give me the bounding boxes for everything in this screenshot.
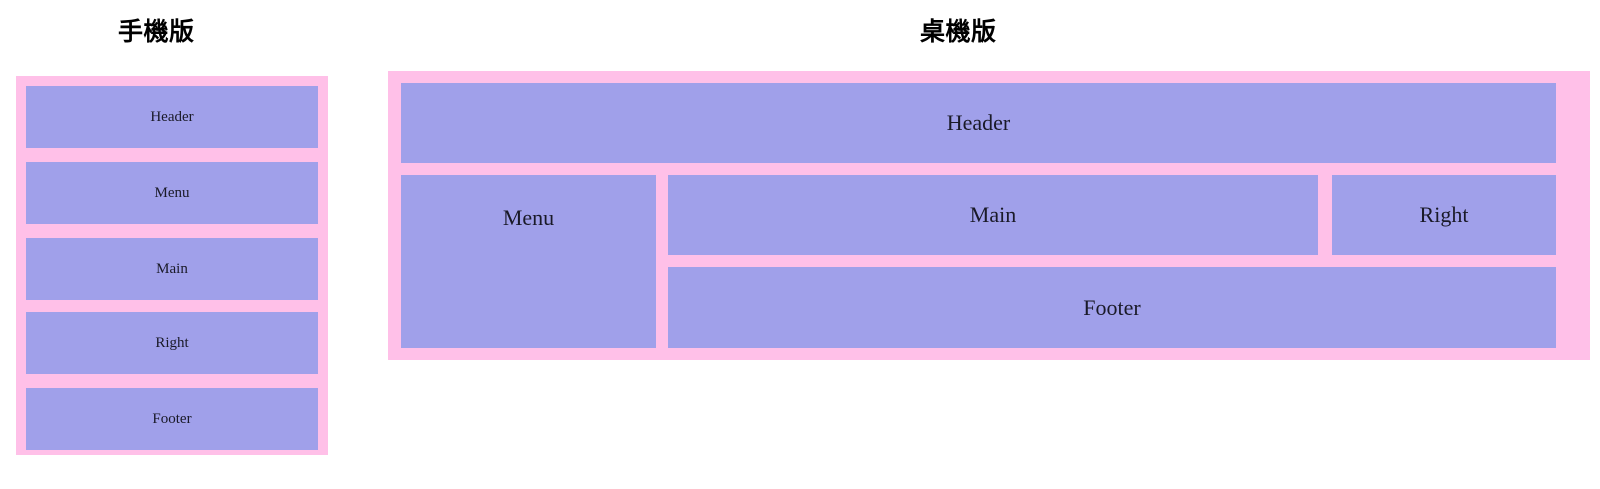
mobile-section-title: 手機版 — [118, 17, 195, 46]
mobile-block-main-label: Main — [156, 261, 188, 277]
desktop-block-menu: Menu — [401, 175, 656, 348]
mobile-block-menu-label: Menu — [154, 185, 190, 201]
mobile-block-menu: Menu — [26, 162, 318, 224]
desktop-block-footer-label: Footer — [1083, 295, 1141, 320]
mobile-block-right-label: Right — [155, 335, 189, 351]
desktop-layout-container: Header Menu Main Right Footer — [388, 71, 1590, 360]
desktop-section-title: 桌機版 — [920, 17, 997, 46]
desktop-block-menu-label: Menu — [502, 205, 555, 230]
mobile-block-footer: Footer — [26, 388, 318, 450]
desktop-block-footer: Footer — [668, 267, 1556, 348]
mobile-block-right: Right — [26, 312, 318, 374]
mobile-block-main: Main — [26, 238, 318, 300]
mobile-block-header: Header — [26, 86, 318, 148]
desktop-block-main-label: Main — [969, 202, 1017, 227]
desktop-block-right: Right — [1332, 175, 1556, 255]
desktop-block-header-label: Header — [946, 110, 1011, 135]
desktop-block-main: Main — [668, 175, 1318, 255]
mobile-block-footer-label: Footer — [152, 411, 192, 427]
desktop-block-right-label: Right — [1419, 202, 1469, 227]
mobile-layout-container: Header Menu Main Right Footer — [16, 76, 328, 455]
mobile-block-header-label: Header — [150, 109, 194, 125]
desktop-block-header: Header — [401, 83, 1556, 163]
